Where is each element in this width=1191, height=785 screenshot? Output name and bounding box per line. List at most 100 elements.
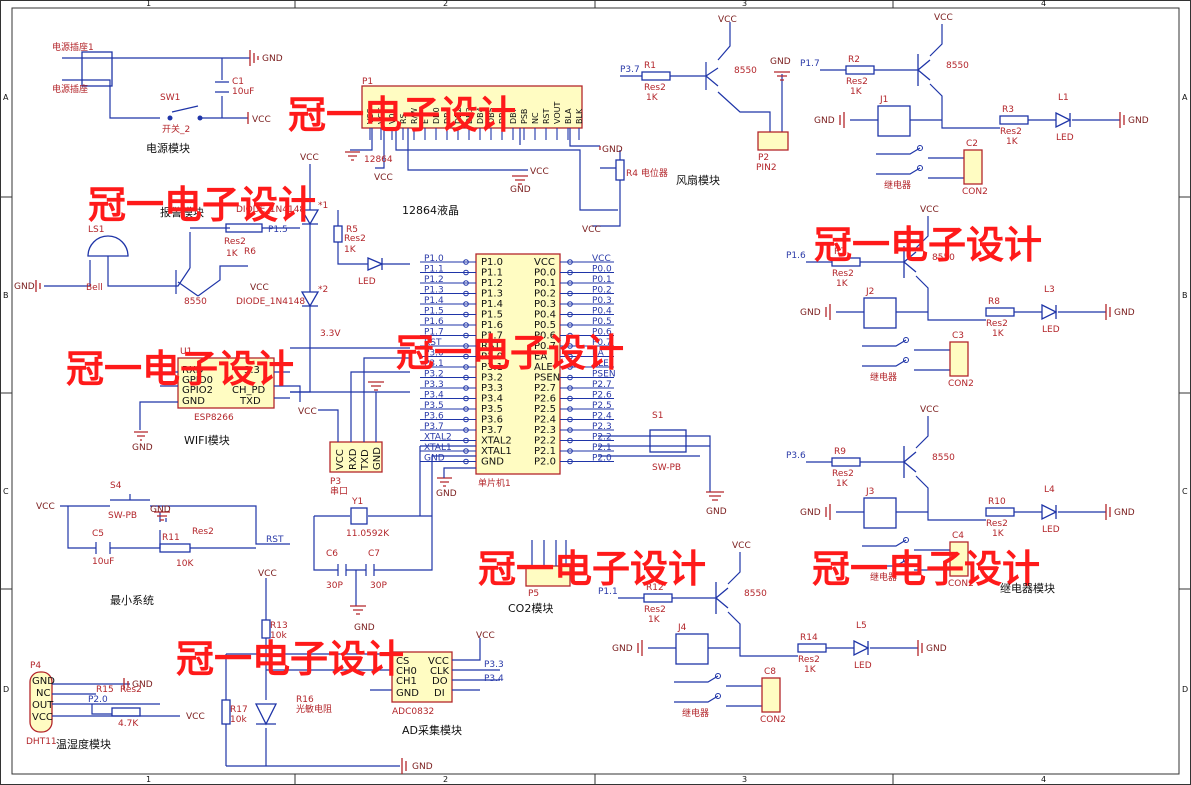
d2-ref: *2 [318,285,328,295]
relay-value: 继电器 [870,571,897,583]
relay-ref: J4 [677,623,687,633]
mcu-pin-net: P2.4 [592,412,612,422]
s1-switch [598,429,724,501]
r13-value: 10k [270,631,287,641]
r5-ohms: 1K [344,245,357,255]
con2-header [761,677,781,713]
mcu-pin-dot [567,416,573,423]
lcd-pin-label: V0 [388,113,397,124]
power-module [62,50,259,124]
co2-module-title: CO2模块 [508,602,553,615]
adc-pin-cs: CS [396,656,409,667]
zone-row-a-right: A [1182,93,1188,102]
p3-pin-gnd: GND [372,447,383,470]
gnd-net-relay-coil: GND [800,308,821,318]
mcu-pin-net: P1.4 [424,296,444,306]
watermark-3: 冠一电子设计 [814,223,1042,267]
led-resistor [797,643,827,653]
mcu-pin-label: ALE [534,362,553,373]
mcu-pin-dot [463,385,469,391]
mcu-pin-label: RST [481,341,501,352]
gnd-net-fan: GND [770,57,791,67]
mcu-pin-dot [567,406,573,412]
mcu-pin-dot [567,290,573,297]
d1-value: DIODE_1N4148 [236,205,305,215]
base-resistor-value: Res2 [832,469,854,479]
mcu-pin-label: P1.0 [481,257,503,268]
power-module-title: 电源模块 [146,141,190,155]
vcc-net-lcd-rail: VCC [582,225,601,235]
y1-value: 11.0592K [346,529,390,539]
lcd-pin-label: DB1 [443,107,452,124]
mcu-pin-label: P0.7 [534,341,556,352]
mcu-pin-net: P2.5 [592,401,612,411]
base-resistor-ref: R2 [848,55,860,65]
con2-value: CON2 [948,379,974,389]
mcu-pin-net: P1.5 [424,307,444,317]
mcu-pin-dot [567,259,573,265]
led-value: LED [1042,525,1060,535]
mcu-pin-net: XTAL2 [424,433,452,443]
vcc-net-serial: VCC [298,407,317,417]
relay-contact [903,537,909,543]
vcc-net-power: VCC [252,115,271,125]
mcu-pin-net: P0.6 [592,328,612,338]
adc-p34-net: P3.4 [484,674,504,684]
mcu-pin-net: P3.0 [424,349,444,359]
mcu-pin-net: P1.6 [424,317,444,327]
u1-ref: U1 [180,347,192,357]
led-resistor [985,307,1015,317]
relay-contact [715,693,721,699]
gnd-net-reset: GND [150,505,171,515]
zone-row-b-right: B [1182,291,1188,300]
mcu-pin-net: ALE [592,359,609,369]
base-resistor [831,457,861,467]
relay-contact [903,337,909,343]
mcu-pin-label: P3.4 [481,394,503,405]
mcu-pin-net: P3.2 [424,370,444,380]
zone-col-4: 4 [1041,0,1046,8]
mcu-pin-dot [567,353,573,360]
base-resistor-value: Res2 [832,269,854,279]
watermark-8: 冠一电子设计 [176,637,404,681]
mcu-pin-label: P1.5 [481,310,503,321]
gnd-net-relay-led: GND [1114,508,1135,518]
relay-input-net: P1.6 [786,251,806,261]
watermark-6: 冠一电子设计 [478,547,706,591]
mcu-pin-net: P2.7 [592,380,612,390]
p3-ref: P3 [330,477,341,487]
alarm-p15-net: P1.5 [268,225,288,235]
vcc-net-diode: VCC [300,153,319,163]
mcu-pin-net: P1.7 [424,328,444,338]
r5-ref: R5 [346,225,358,235]
lcd-pin-label: DB3 [465,107,474,124]
p1-value: 12864 [364,155,393,165]
mcu-pin-label: P1.2 [481,278,503,289]
gnd-net-relay-led: GND [1114,308,1135,318]
vcc-net-relay: VCC [934,13,953,23]
vcc-net-reset: VCC [36,502,55,512]
transistor-icon [903,246,917,278]
con2-value: CON2 [962,187,988,197]
adc-pin-vcc: VCC [428,656,449,667]
led-resistor [999,115,1029,125]
base-resistor-ohms: 1K [648,615,661,625]
vcc-net-dht: VCC [186,712,205,722]
lcd-pin-label: RST [542,108,551,124]
lcd-pin-label: DB0 [432,107,441,124]
r1-ref: R1 [644,61,656,71]
base-resistor-value: Res2 [846,77,868,87]
mcu-ref: 单片机1 [478,477,511,489]
vcc-net-alarm: VCC [250,283,269,293]
mcu-pin-dot [567,458,573,465]
wifi-module-title: WIFI模块 [184,434,230,447]
relay-contact [903,357,909,363]
watermark-2: 冠一电子设计 [88,183,316,227]
vcc-net-lcd-pot: VCC [530,167,549,177]
gnd-net-lcd: GND [510,185,531,195]
mcu-pin-net: P2.1 [592,443,612,453]
mcu-pin-dot [567,395,573,402]
